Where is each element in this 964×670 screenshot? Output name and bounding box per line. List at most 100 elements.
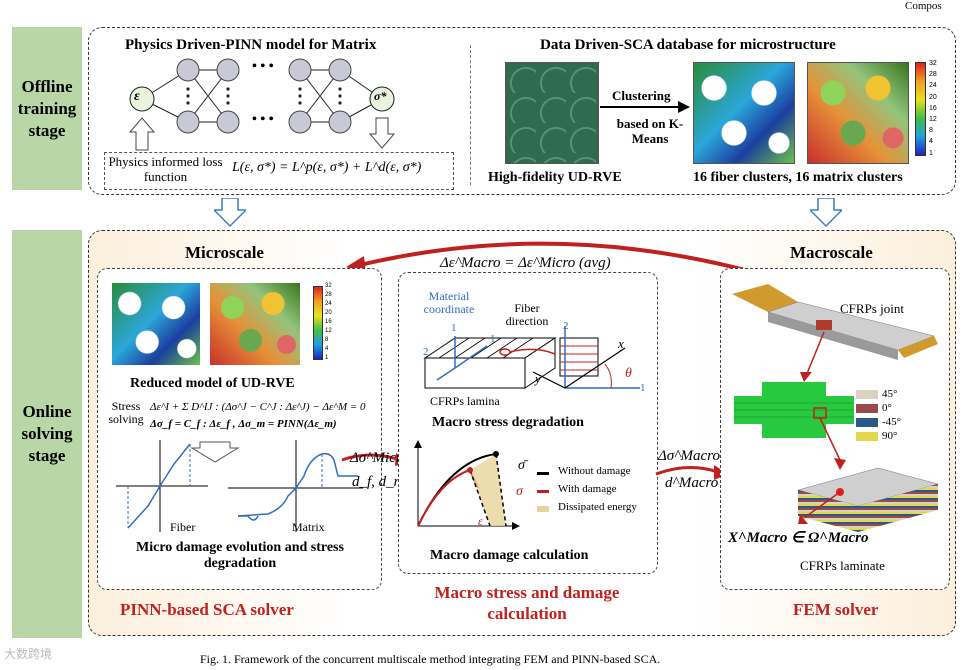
axis-2-lamina: 2 — [423, 346, 429, 358]
ply-legend-item: 0° — [882, 402, 892, 414]
macro-title: Macroscale — [790, 243, 873, 262]
offline-divider — [470, 45, 471, 185]
sca-equation-1: Δε^I + Σ D^IJ : (Δσ^J − C^J : Δε^J) − Δε… — [150, 401, 366, 413]
offline-stage-label: Offline training stage — [12, 27, 82, 190]
axis-1-local: 1 — [640, 382, 646, 394]
epsilon-label: ε — [478, 514, 483, 528]
axis-3: 1 — [451, 322, 457, 334]
offline-panel — [88, 27, 956, 195]
fiber-direction-label: Fiber direction — [505, 301, 549, 328]
legend-swatch-with-damage — [537, 490, 549, 493]
axis-1-lamina: 1 — [490, 333, 496, 345]
journal-header: Compos — [905, 0, 942, 12]
legend-swatch-without-damage — [537, 472, 549, 475]
matrix-plot-label: Matrix — [292, 520, 325, 534]
colorbar-tick: 12 — [929, 116, 937, 124]
input-node-label: ε — [134, 89, 140, 104]
legend-dissipated-energy: Dissipated energy — [558, 501, 637, 513]
lamina-label: CFRPs lamina — [430, 394, 500, 408]
legend-without-damage: Without damage — [558, 465, 631, 477]
macro-stress-subpanel — [398, 272, 658, 574]
colorbar-tick: 24 — [929, 82, 937, 90]
theta-label: θ — [625, 366, 632, 381]
hf-rve-label: High-fidelity UD-RVE — [488, 170, 622, 185]
sca-equation-2: Δσ_f = C_f : Δε_f , Δσ_m = PINN(Δε_m) — [150, 418, 337, 430]
ply-legend-item: -45° — [882, 416, 902, 428]
x-macro-label: X^Macro ∈ Ω^Macro — [728, 530, 869, 546]
sigma-label: σ — [516, 484, 523, 499]
micro-fiber-image — [112, 283, 200, 365]
micro-colorbar — [313, 286, 323, 360]
colorbar-tick: 32 — [325, 283, 332, 289]
colorbar — [915, 62, 926, 156]
pinn-network — [128, 58, 396, 151]
axis-y: y — [535, 371, 541, 386]
macro-stress-damage-label: Macro stress and damage calculation — [434, 583, 620, 623]
delta-sigma-micro: Δσ^Micro — [350, 450, 409, 466]
pinn-sca-solver-label: PINN-based SCA solver — [120, 600, 294, 619]
loss-label: Physics informed loss function — [108, 154, 223, 184]
d-macro: d^Macro — [665, 475, 719, 491]
delta-sigma-macro: Δσ^Macro — [658, 448, 720, 464]
figure-caption: Fig. 1. Framework of the concurrent mult… — [200, 652, 661, 666]
layer-ellipsis-top: • • • — [252, 59, 274, 74]
loss-box — [104, 152, 454, 190]
colorbar-tick: 1 — [325, 355, 329, 361]
lamina-diagram — [423, 326, 640, 389]
clustering-label: Clustering — [612, 88, 671, 103]
stress-strain-plot — [414, 440, 520, 530]
clustering-arrow — [600, 101, 690, 113]
colorbar-tick: 8 — [325, 337, 329, 343]
colorbar-tick: 24 — [325, 301, 332, 307]
micro-title: Microscale — [185, 243, 264, 262]
micro-damage-label: Micro damage evolution and stress degrad… — [136, 540, 344, 571]
colorbar-tick: 28 — [929, 71, 937, 79]
sca-title: Data Driven-SCA database for microstruct… — [540, 37, 836, 53]
ply-legend: 45°0°-45°90° — [882, 387, 901, 443]
stress-solving-label: Stress solving — [108, 399, 144, 426]
strain-relation: Δε^Macro = Δε^Micro (avg) — [440, 255, 611, 271]
colorbar-tick: 16 — [929, 104, 937, 112]
clusters-label: 16 fiber clusters, 16 matrix clusters — [693, 170, 903, 185]
colorbar-tick: 20 — [325, 310, 332, 316]
watermark: 大数跨境 — [4, 647, 53, 661]
macro-stress-degradation-label: Macro stress degradation — [432, 415, 584, 430]
material-coordinate-label: Material coordinate — [423, 289, 475, 316]
layer-ellipsis-bottom: • • • — [252, 112, 274, 127]
clustering-sub: based on K-Means — [616, 116, 684, 146]
down-arrow-left — [214, 198, 246, 228]
loss-equation: L(ε, σ*) = L^p(ε, σ*) + L^d(ε, σ*) — [232, 160, 422, 175]
colorbar-tick: 12 — [325, 328, 332, 334]
colorbar-tick: 16 — [325, 319, 332, 325]
colorbar-tick: 28 — [325, 292, 332, 298]
cfrp-joint-label: CFRPs joint — [840, 301, 904, 316]
colorbar-tick: 20 — [929, 93, 937, 101]
colorbar-tick: 32 — [929, 60, 937, 67]
damage-vars-micro: d_f, d_m — [352, 474, 405, 490]
micro-colorbar-ticks: 32 28 24 20 16 12 8 4 1 — [325, 282, 332, 363]
hf-rve-image — [505, 62, 599, 164]
colorbar-tick: 4 — [929, 138, 933, 146]
colorbar-tick: 1 — [929, 149, 933, 157]
fiber-cluster-image — [693, 62, 795, 164]
matrix-cluster-image — [807, 62, 909, 164]
axis-x: x — [618, 336, 624, 351]
fem-solver-label: FEM solver — [793, 600, 879, 619]
pinn-title: Physics Driven-PINN model for Matrix — [125, 37, 377, 53]
axis-2-local: 2 — [563, 320, 569, 332]
colorbar-tick: 4 — [325, 346, 329, 352]
legend-swatch-dissipated — [537, 506, 549, 512]
output-node-label: σ* — [374, 89, 387, 103]
online-stage-label: Online solving stage — [12, 230, 82, 638]
fiber-plot-label: Fiber — [170, 520, 196, 534]
sigma-bar-label: σ̄ — [518, 458, 525, 473]
cfrp-laminate-label: CFRPs laminate — [800, 558, 885, 573]
micro-damage-plots — [116, 440, 363, 532]
legend-with-damage: With damage — [558, 483, 617, 495]
reduced-model-label: Reduced model of UD-RVE — [130, 376, 295, 391]
ply-legend-item: 45° — [882, 388, 898, 400]
micro-matrix-image — [210, 283, 300, 365]
down-arrow-right — [810, 198, 842, 228]
macro-damage-calc-label: Macro damage calculation — [430, 548, 589, 563]
